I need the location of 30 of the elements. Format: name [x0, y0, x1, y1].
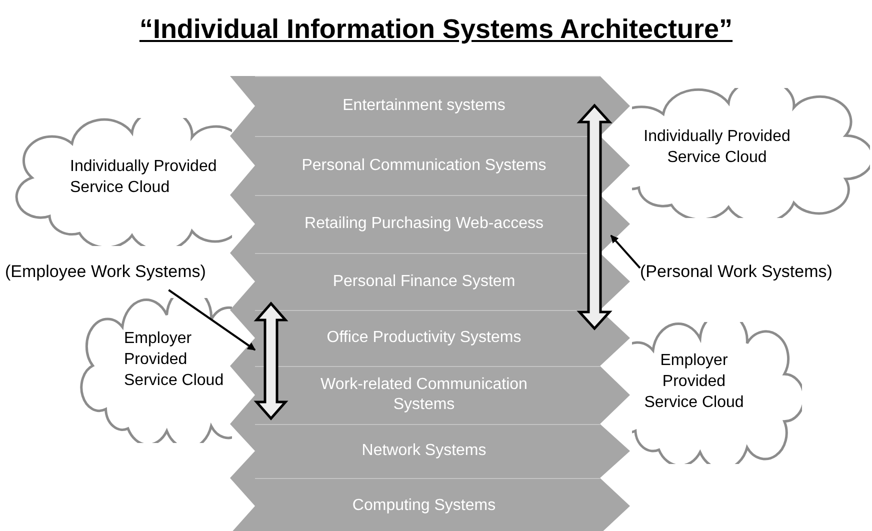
chevron-band [230, 424, 630, 478]
band-label: Office Productivity Systems [326, 328, 522, 348]
cloud-shape [78, 298, 232, 443]
range-indicator [255, 302, 287, 420]
band-label: Network Systems [360, 441, 488, 461]
chevron-band [230, 310, 630, 366]
cloud-shape [632, 88, 870, 218]
band-label: Retailing Purchasing Web-access [304, 214, 544, 234]
cloud-label: Individually Provided Service Cloud [70, 157, 218, 198]
leader-line [168, 289, 256, 351]
chevron-band [230, 136, 630, 195]
band-label: Personal Communication Systems [300, 156, 548, 176]
cloud-label: Individually Provided Service Cloud [642, 127, 792, 168]
cloud-label: Employer Provided Service Cloud [124, 329, 225, 391]
callout-text: (Personal Work Systems) [640, 262, 832, 282]
cloud-shape [632, 322, 802, 464]
chevron-band [230, 478, 630, 531]
range-indicator [578, 104, 611, 330]
chevron-band [230, 253, 630, 310]
band-label: Entertainment systems [342, 96, 506, 116]
band-label: Computing Systems [351, 496, 497, 516]
leader-line [610, 234, 641, 269]
chevron-band [230, 195, 630, 253]
band-label: Personal Finance System [332, 272, 516, 292]
chevron-band [230, 76, 630, 136]
callout-text: (Employee Work Systems) [5, 262, 206, 282]
chevron-band [230, 366, 630, 424]
cloud-label: Employer Provided Service Cloud [643, 351, 745, 413]
diagram-title: “Individual Information Systems Architecture” [138, 14, 734, 45]
band-label: Work-related Communication Systems [320, 375, 528, 415]
